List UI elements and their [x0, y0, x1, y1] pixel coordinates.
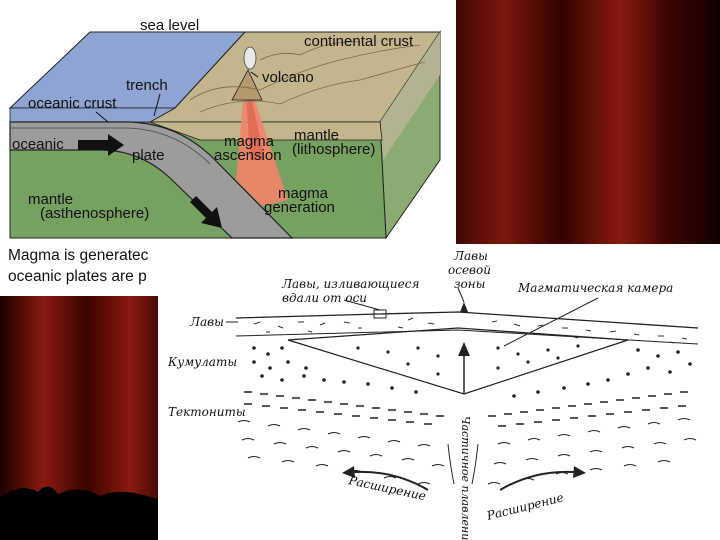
- magma-ascension-label-line-1: magma: [224, 133, 275, 150]
- lavas-away-label-line-2: вдали от оси: [282, 291, 367, 305]
- lavas-away-label-line-1: Лавы, изливающиеся: [281, 277, 419, 291]
- axial-lavas-label-line-2: осевой: [448, 263, 491, 277]
- magma-chamber-label: Магматическая камера: [517, 281, 673, 295]
- mantle-asthenosphere-label-line-1: mantle: [28, 191, 73, 208]
- axial-lavas-label-line-3: зоны: [454, 277, 485, 291]
- trench-label: trench: [126, 77, 168, 94]
- plate-label: plate: [132, 147, 165, 164]
- cumulates-layer-label: Кумулаты: [167, 355, 237, 369]
- spreading-left-label: Расширение: [346, 473, 427, 503]
- magma-ascension-label-line-2: ascension: [214, 147, 282, 164]
- spreading-right-label: Расширение: [484, 490, 565, 523]
- magma-generation-label-line-1: magma: [278, 185, 329, 202]
- mantle-asthenosphere-label-line-2: (asthenosphere): [40, 205, 149, 222]
- oceanic-crust-label: oceanic crust: [28, 95, 117, 112]
- caption-line-1: Magma is generatec: [8, 247, 149, 264]
- lavas-layer-label: Лавы: [189, 315, 224, 329]
- oceanic-label: oceanic: [12, 136, 64, 153]
- caption-line-2: oceanic plates are p: [8, 268, 147, 285]
- axial-lavas-label-line-1: Лавы: [453, 249, 488, 263]
- continental-crust-label: continental crust: [304, 33, 414, 50]
- mantle-lithosphere-label-line-1: mantle: [294, 127, 339, 144]
- spreading-ridge-sketch: Лавы, изливающиеся вдали от оси Лавы осе…: [158, 244, 720, 540]
- partial-melting-label: Частичное плавление: [459, 416, 472, 540]
- sea-level-label: sea level: [140, 17, 199, 34]
- mantle-lithosphere-label-line-2: (lithosphere): [292, 141, 375, 158]
- tectonites-layer-label: Тектониты: [168, 405, 246, 419]
- magma-generation-label-line-2: generation: [264, 199, 335, 216]
- volcano-label: volcano: [262, 69, 314, 86]
